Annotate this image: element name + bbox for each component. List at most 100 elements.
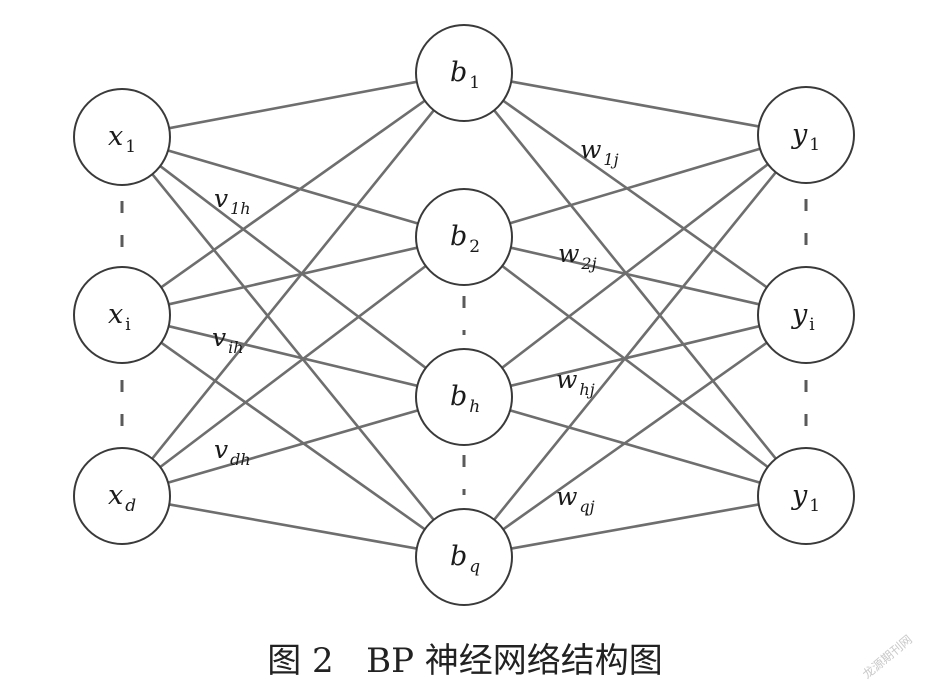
hidden-node-label-var: b	[450, 221, 467, 252]
hidden-node-label-var: b	[450, 381, 467, 412]
figure-caption: 图 2 BP 神经网络结构图	[267, 641, 663, 681]
edge-x1-b1	[168, 246, 418, 306]
ellipsis-dots	[120, 199, 808, 495]
edge-b1-y1	[510, 246, 760, 306]
edge-b2-y2	[509, 409, 761, 484]
input-node-label-var: x	[108, 299, 123, 330]
weight-w-1-var: w	[558, 239, 579, 268]
weight-w-0-var: w	[580, 135, 601, 164]
input-node-label-sub: d	[125, 496, 136, 516]
weight-w-2-sub: hj	[579, 380, 594, 399]
hidden-node-circle	[415, 348, 513, 446]
edge-x0-b1	[167, 149, 419, 225]
input-node-label-var: x	[108, 480, 123, 511]
edge-b0-y2	[493, 109, 777, 460]
hidden-node-label-sub: h	[469, 397, 480, 417]
hidden-node-label-var: b	[450, 541, 467, 572]
weight-w-1-sub: 2j	[580, 254, 596, 273]
hidden-node-label-var: b	[450, 57, 467, 88]
edge-b2-y1	[510, 324, 760, 388]
hidden-node-circle	[415, 508, 513, 606]
edge-x1-b0	[160, 99, 426, 289]
input-node-circle	[73, 88, 171, 186]
edge-x1-b3	[160, 341, 426, 531]
output-node-label-sub: i	[809, 315, 815, 335]
weight-v-2-var: v	[214, 435, 228, 464]
edge-b1-y0	[509, 147, 761, 225]
input-node-label-sub: i	[125, 315, 131, 335]
hidden-node-circle	[415, 188, 513, 286]
input-node-circle	[73, 447, 171, 545]
weight-v-0-var: v	[214, 184, 228, 213]
hidden-node-circle	[415, 24, 513, 122]
weight-w-0-sub: 1j	[603, 150, 618, 169]
watermark: 龙源期刊网	[860, 632, 915, 681]
hidden-node-label-sub: q	[469, 557, 480, 577]
output-node-label-var: y	[791, 299, 808, 330]
output-node-label-var: y	[791, 119, 808, 150]
output-node-label-sub: 1	[809, 135, 820, 155]
edge-b2-y0	[501, 163, 769, 369]
edge-b0-y1	[502, 99, 768, 289]
edge-b3-y2	[511, 503, 759, 550]
weight-v-0-sub: 1h	[230, 199, 250, 218]
weight-v-1-sub: ih	[228, 338, 243, 357]
edge-x0-b3	[151, 173, 435, 521]
input-node-label-var: x	[108, 121, 123, 152]
connection-edges	[151, 80, 777, 550]
weight-w-3-var: w	[556, 482, 577, 511]
edge-x0-b2	[159, 165, 427, 369]
hidden-node-label-sub: 2	[469, 237, 480, 257]
input-node-circle	[73, 266, 171, 364]
edge-b3-y0	[493, 171, 777, 521]
output-node-label-sub: 1	[809, 496, 820, 516]
input-node-label-sub: 1	[125, 137, 136, 157]
output-node-label-var: y	[791, 480, 808, 511]
edge-x2-b0	[151, 109, 435, 460]
edge-b3-y1	[502, 341, 768, 531]
weight-w-2-var: w	[556, 365, 577, 394]
hidden-node-label-sub: 1	[469, 73, 480, 93]
output-node-circle	[757, 447, 855, 545]
weight-v-1-var: v	[212, 323, 226, 352]
edge-b1-y2	[501, 264, 769, 469]
output-node-circle	[757, 86, 855, 184]
edge-x0-b0	[168, 80, 418, 130]
edge-x2-b1	[159, 264, 427, 469]
edge-x1-b2	[168, 324, 418, 388]
weight-v-2-sub: dh	[230, 450, 251, 469]
output-node-circle	[757, 266, 855, 364]
weight-w-3-sub: qj	[579, 497, 594, 516]
edge-x2-b3	[169, 503, 417, 550]
